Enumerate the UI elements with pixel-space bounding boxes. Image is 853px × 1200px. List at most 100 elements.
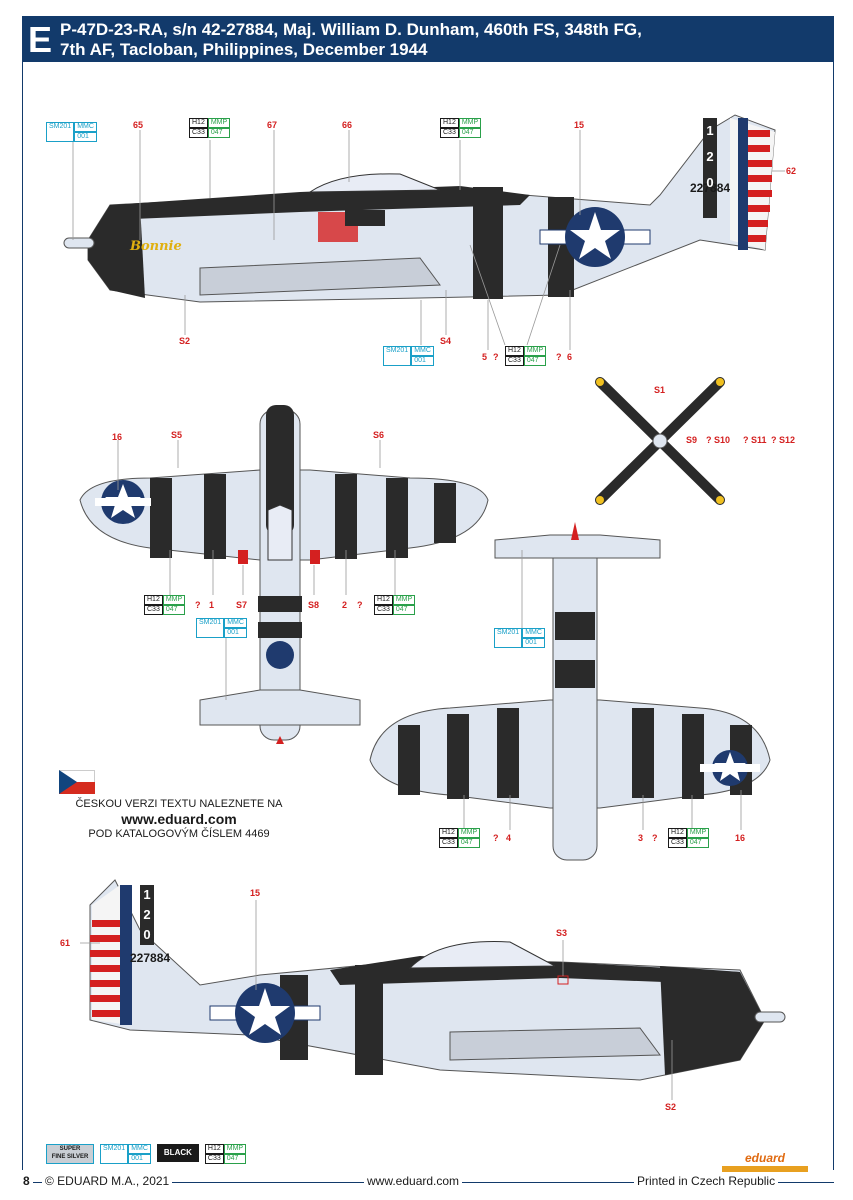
side-profile-right: [89, 879, 786, 1081]
code-mmp: MMP: [223, 1144, 247, 1154]
ref-65: 65: [133, 120, 144, 130]
ref-s2b: S2: [665, 1102, 677, 1112]
serial-left: 227884: [690, 181, 730, 195]
nose-art: Bonnie: [129, 239, 182, 254]
code-001: 001: [224, 628, 247, 638]
czech-line-1: ČESKOU VERZI TEXTU NALEZNETE NA: [75, 798, 283, 810]
ref-16a: 16: [112, 432, 123, 442]
czech-line-2: www.eduard.com: [121, 811, 237, 827]
code-001: 001: [128, 1154, 151, 1164]
ref-66: 66: [342, 120, 353, 130]
page-number: 8: [20, 1174, 33, 1188]
ref-s9: S9: [686, 435, 698, 445]
code-001: 001: [411, 356, 434, 366]
footer: 8 © EDUARD M.A., 2021 www.eduard.com Pri…: [20, 1170, 834, 1196]
code-sm201: SM201: [196, 618, 225, 638]
side-profile-left: [63, 114, 776, 303]
ref-s7: S7: [236, 600, 248, 610]
code-001: 001: [522, 638, 545, 648]
code-047: 047: [523, 356, 547, 366]
code-h12: H12: [144, 595, 163, 605]
ref-q2: ?: [357, 600, 363, 610]
code-mmp: MMP: [458, 118, 482, 128]
logo-text: eduard: [744, 1151, 785, 1165]
ref-6: 6: [567, 352, 573, 362]
ref-67: 67: [267, 120, 278, 130]
ref-s12: ? S12: [771, 435, 796, 445]
code-047: 047: [686, 838, 710, 848]
code-047: 047: [207, 128, 231, 138]
ref-61: 61: [60, 938, 71, 948]
printed-in: Printed in Czech Republic: [634, 1174, 779, 1188]
ref-s8: S8: [308, 600, 320, 610]
code-047: 047: [392, 605, 416, 615]
website[interactable]: www.eduard.com: [364, 1174, 463, 1188]
code-mmc: MMC: [522, 628, 545, 638]
ref-4: 4: [506, 833, 512, 843]
ref-s1: S1: [654, 385, 666, 395]
ref-s4: S4: [440, 336, 452, 346]
copyright: © EDUARD M.A., 2021: [42, 1174, 173, 1188]
code-c33: C33: [668, 838, 687, 848]
top-view: [79, 405, 489, 744]
code-mmp: MMP: [392, 595, 416, 605]
eduard-logo: eduard: [722, 1152, 808, 1172]
czech-line-3: POD KATALOGOVÝM ČÍSLEM 4469: [88, 828, 270, 840]
propeller: [595, 377, 725, 505]
code-047: 047: [223, 1154, 247, 1164]
ref-q1: ?: [195, 600, 201, 610]
ref-s2a: S2: [179, 336, 191, 346]
code-h12: H12: [439, 828, 458, 838]
code-c33: C33: [204, 1154, 224, 1164]
code-c33: C33: [144, 605, 163, 615]
code-sm201: SM201: [494, 628, 523, 648]
code-047: 047: [458, 128, 482, 138]
ref-s11: ? S11: [743, 435, 767, 445]
ref-16b: 16: [735, 833, 746, 843]
ref-s3: S3: [556, 928, 568, 938]
title-line-1: P-47D-23-RA, s/n 42-27884, Maj. William …: [60, 20, 642, 39]
serial-right: 227884: [130, 951, 170, 965]
code-mmc: MMC: [128, 1144, 151, 1154]
ref-1: 1: [209, 600, 215, 610]
code-h12: H12: [374, 595, 393, 605]
code-001: 001: [74, 132, 97, 142]
code-h12: H12: [204, 1144, 224, 1154]
code-mmc: MMC: [411, 346, 434, 356]
code-h12: H12: [668, 828, 687, 838]
code-h12: H12: [505, 346, 524, 356]
ref-q5: ?: [493, 352, 499, 362]
leader-lines: [72, 130, 785, 1100]
code-mmp: MMP: [523, 346, 547, 356]
ref-15b: 15: [250, 888, 261, 898]
ref-q3: ?: [652, 833, 658, 843]
code-h12: H12: [189, 118, 208, 128]
code-c33: C33: [440, 128, 459, 138]
profile-letter: E: [28, 19, 53, 60]
legend-sfs-line1: SUPER: [59, 1146, 81, 1152]
title-banner: E P-47D-23-RA, s/n 42-27884, Maj. Willia…: [22, 16, 834, 62]
code-mmp: MMP: [207, 118, 231, 128]
ref-s10: ? S10: [706, 435, 731, 445]
code-mmp: MMP: [457, 828, 481, 838]
code-mmc: MMC: [74, 122, 97, 132]
ref-3: 3: [638, 833, 644, 843]
code-sm201: SM201: [46, 122, 75, 142]
code-c33: C33: [505, 356, 524, 366]
czech-flag: [59, 770, 95, 794]
code-sm201: SM201: [383, 346, 412, 366]
tail-code-left: 120: [706, 123, 714, 190]
legend-black: BLACK: [156, 1144, 199, 1162]
legend-super-fine-silver: SUPER FINE SILVER: [46, 1144, 94, 1164]
